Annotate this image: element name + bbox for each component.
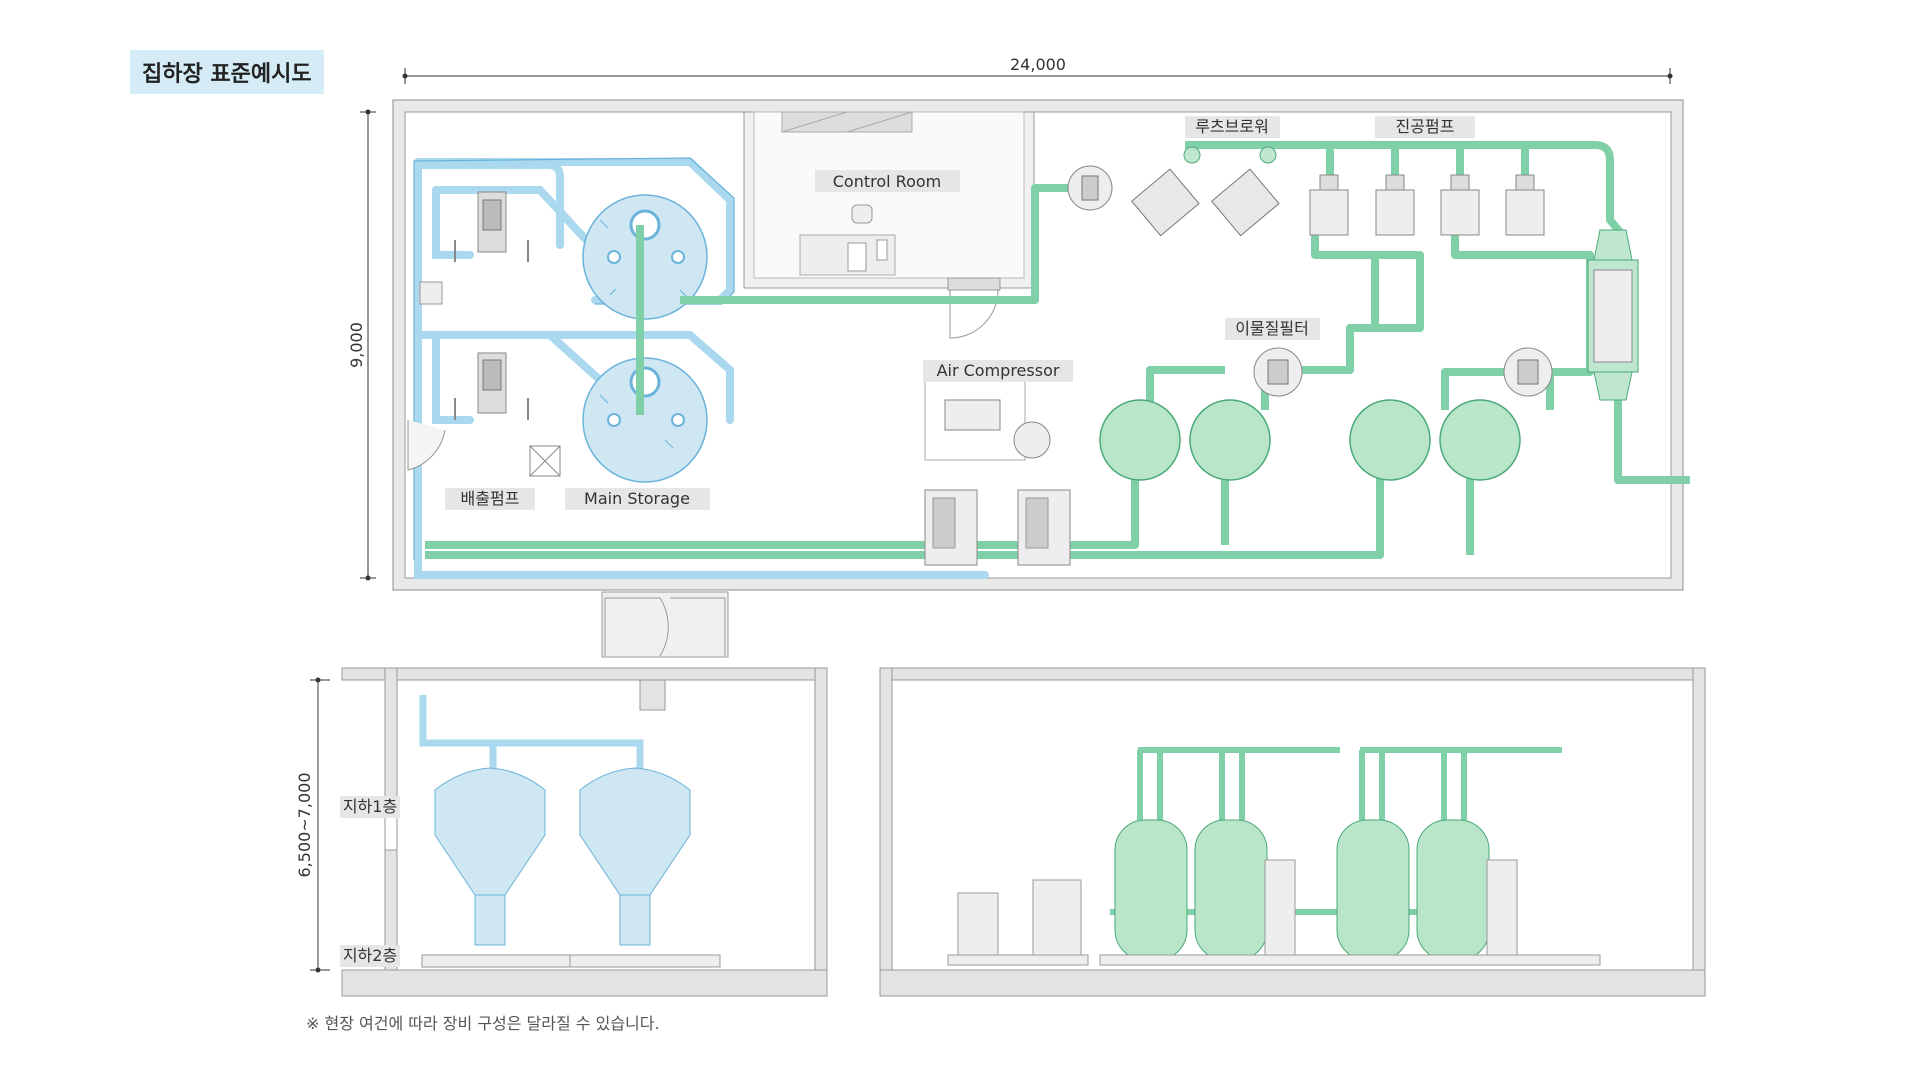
discharge-pump-label: 배출펌프 <box>461 489 520 508</box>
side-door <box>407 281 446 471</box>
vacuum-pump-label: 진공펌프 <box>1396 117 1455 136</box>
section-height-dimension: 6,500~7,000 <box>295 677 330 973</box>
green-tanks-plan <box>1099 399 1521 481</box>
debris-filters <box>1253 347 1553 397</box>
section-left <box>341 667 828 997</box>
main-storage-tank-lower <box>582 357 708 483</box>
discharge-pump-upper <box>454 191 529 262</box>
control-room: Control Room <box>743 111 1035 339</box>
air-compressor-label: Air Compressor <box>937 361 1060 380</box>
basement2-label: 지하2층 <box>343 946 397 965</box>
hatch-box <box>529 445 561 477</box>
page-title: 집하장 표준예시도 <box>130 50 324 94</box>
control-room-label: Control Room <box>833 172 941 191</box>
debris-filter-label: 이물질필터 <box>1235 319 1309 338</box>
section-right <box>879 667 1706 997</box>
vacuum-pumps <box>1309 174 1545 236</box>
roots-blower-label: 루츠브로워 <box>1195 117 1269 136</box>
basement1-label: 지하1층 <box>343 797 397 816</box>
footnote: ※ 현장 여건에 따라 장비 구성은 달라질 수 있습니다. <box>306 1014 660 1033</box>
height-dimension: 9,000 <box>347 109 376 581</box>
main-storage-label: Main Storage <box>584 489 690 508</box>
entrance-door <box>601 591 729 658</box>
height-dimension-label: 9,000 <box>347 322 366 368</box>
width-dimension: 24,000 <box>402 55 1673 84</box>
silencer <box>1587 229 1639 401</box>
section-height-label: 6,500~7,000 <box>295 772 314 877</box>
main-storage-tank-upper <box>582 194 708 320</box>
discharge-pump-lower <box>454 352 529 420</box>
roots-blower-unit <box>1067 146 1280 237</box>
width-dimension-label: 24,000 <box>1010 55 1066 74</box>
